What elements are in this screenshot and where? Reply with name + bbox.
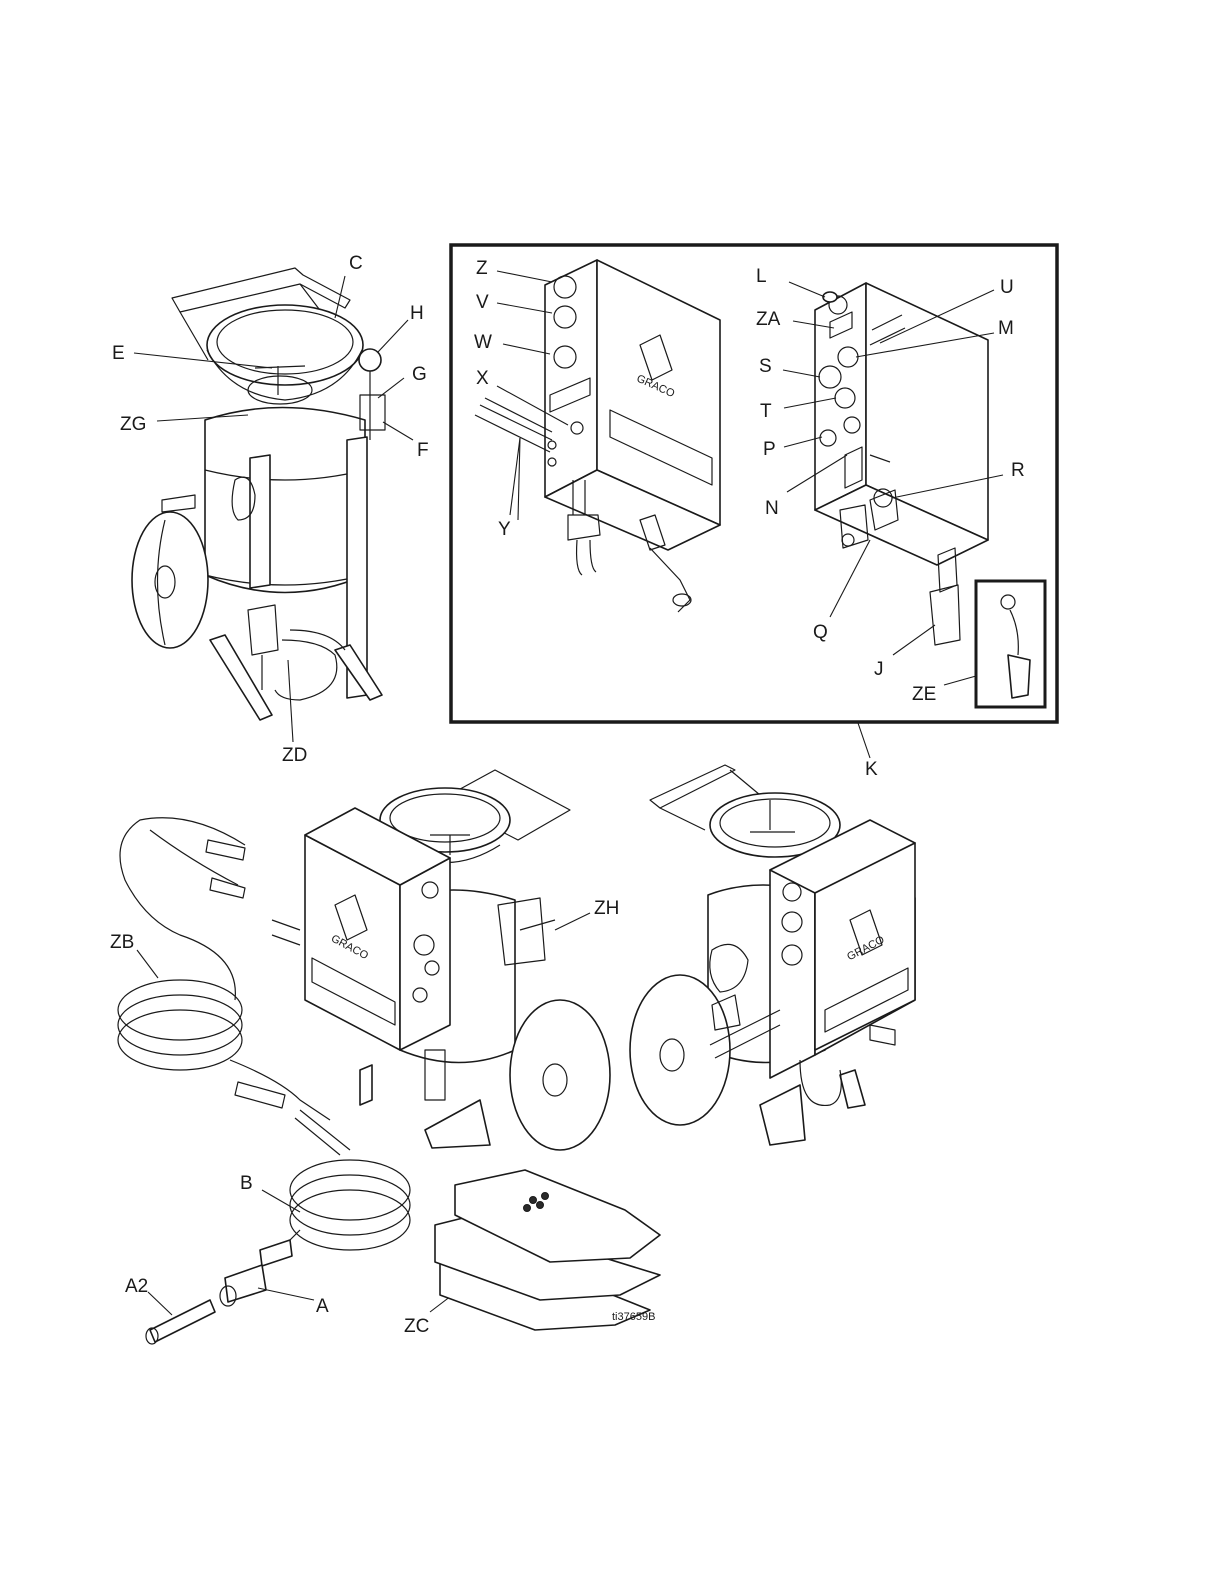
label-ZB: ZB [110,932,134,953]
label-P: P [763,439,776,460]
label-S: S [759,356,772,377]
label-K: K [865,759,878,780]
label-T: T [760,401,772,422]
label-A: A [316,1296,329,1317]
label-M: M [998,318,1014,339]
label-C: C [349,253,363,274]
label-X: X [476,368,489,389]
label-U: U [1000,277,1014,298]
blast-pot-side-view [132,268,385,720]
label-N: N [765,498,779,519]
callout-ZH-line [555,913,590,930]
control-box-front: GRACO [475,260,720,612]
label-Q: Q [813,622,828,643]
label-V: V [476,292,489,313]
label-Y: Y [498,519,511,540]
label-ZG: ZG [120,414,146,435]
label-E: E [112,343,125,364]
label-ZE: ZE [912,684,936,705]
label-W: W [474,332,492,353]
figure-code: ti37659B [612,1311,655,1323]
cable-ZE [1001,595,1030,698]
label-ZH: ZH [594,898,619,919]
label-A2: A2 [125,1276,148,1297]
label-ZD: ZD [282,745,307,766]
blast-pot-front-view: GRACO [272,770,610,1150]
hose-ZB [118,818,330,1120]
label-G: G [412,364,427,385]
nozzle-assembly [146,1240,292,1344]
label-J: J [874,659,884,680]
label-ZA: ZA [756,309,781,330]
label-Z: Z [476,258,488,279]
label-H: H [410,303,424,324]
label-R: R [1011,460,1025,481]
hose-B [275,1110,410,1255]
label-F: F [417,440,429,461]
label-ZC: ZC [404,1316,429,1337]
label-L: L [756,266,767,287]
bags-ZC [435,1170,660,1330]
control-box-back [815,283,988,645]
blast-pot-rear-view: GRACO [630,765,915,1145]
label-B: B [240,1173,253,1194]
